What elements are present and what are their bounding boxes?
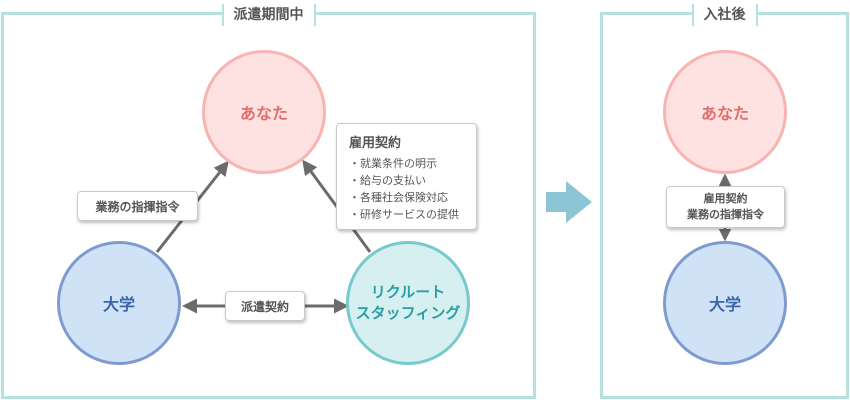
employment-contract-title: 雇用契約 [349, 136, 402, 151]
after-you-circle: あなた [663, 50, 787, 174]
employment-contract-box: 雇用契約 就業条件の明示 給与の支払い 各種社会保険対応 研修サービスの提供 [336, 123, 477, 230]
command-label-box: 業務の指揮指令 [77, 191, 198, 221]
command-label: 業務の指揮指令 [95, 199, 180, 214]
after-joining-title: 入社後 [603, 3, 846, 26]
university-label: 大学 [102, 295, 135, 314]
employment-item: 各種社会保険対応 [349, 189, 466, 206]
after-joining-panel: 入社後 [600, 4, 849, 399]
after-you-label: あなた [700, 104, 749, 123]
dispatch-contract-box: 派遣契約 [225, 291, 305, 321]
you-label: あなた [239, 104, 288, 123]
university-circle: 大学 [57, 241, 181, 365]
employment-item: 給与の支払い [349, 172, 466, 189]
you-circle: あなた [202, 50, 326, 174]
dispatch-period-title: 派遣期間中 [4, 3, 533, 26]
employment-item: 就業条件の明示 [349, 155, 466, 172]
after-relation-line1: 雇用契約 [703, 192, 748, 205]
after-relation-box: 雇用契約 業務の指揮指令 [666, 186, 785, 228]
recruit-staffing-label: リクルート スタッフィング [355, 283, 461, 322]
dispatch-period-panel: 派遣期間中 [1, 4, 536, 399]
right-arrow-icon [546, 181, 592, 223]
after-university-label: 大学 [708, 295, 741, 314]
recruit-staffing-circle: リクルート スタッフィング [346, 241, 470, 365]
employment-item: 研修サービスの提供 [349, 206, 466, 223]
after-university-circle: 大学 [663, 241, 787, 365]
dispatch-contract-label: 派遣契約 [240, 299, 289, 314]
after-relation-line2: 業務の指揮指令 [687, 208, 764, 221]
